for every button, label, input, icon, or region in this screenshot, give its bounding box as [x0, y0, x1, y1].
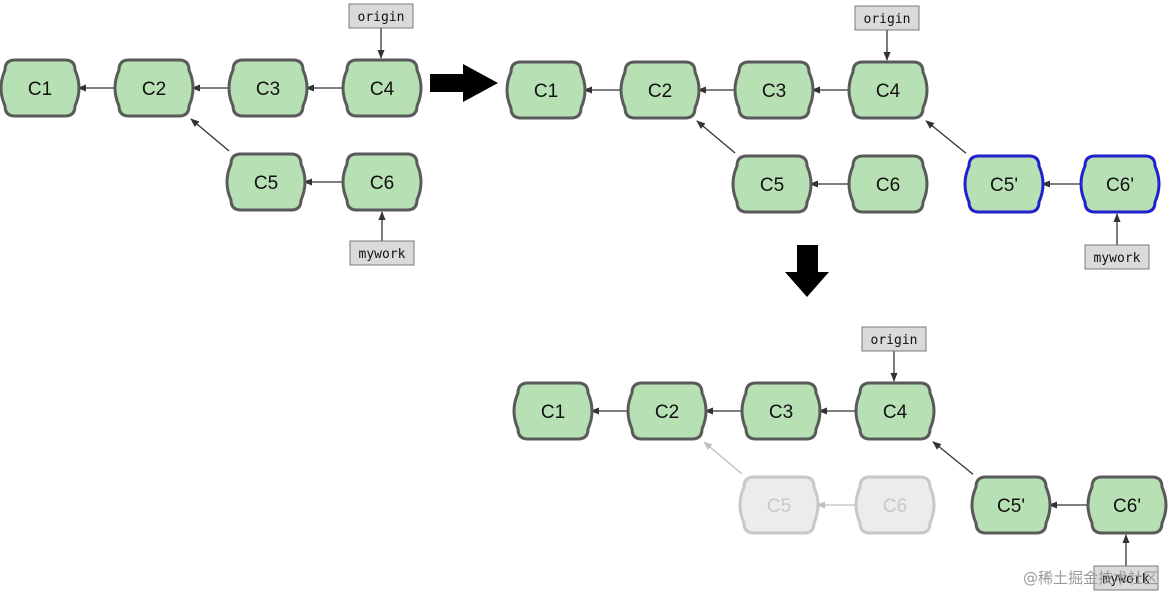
before-rebase-ref-mywork-label: mywork	[359, 247, 406, 262]
after-gc-commit-C6-label: C6	[883, 496, 907, 517]
after-rebase-commit-C5p-label: C5'	[990, 175, 1018, 196]
before-rebase-commit-C5: C5	[225, 152, 307, 212]
after-rebase-commit-C1-label: C1	[534, 81, 558, 102]
after-rebase-commit-C2-shape	[619, 60, 701, 120]
after-rebase-commit-C5: C5	[731, 154, 813, 214]
after-gc-commit-C5p-shape	[970, 475, 1052, 535]
after-gc-commit-C4: C4	[854, 381, 936, 441]
before-rebase-commit-C5-shape	[225, 152, 307, 212]
after-rebase-commit-C5-label: C5	[760, 175, 784, 196]
before-rebase-commit-C4-label: C4	[370, 79, 395, 100]
after-gc-commit-C5-shape	[738, 475, 820, 535]
after-gc-commit-C5: C5	[738, 475, 820, 535]
after-rebase-ref-mywork: mywork	[1084, 213, 1150, 270]
after-rebase-commit-C4-label: C4	[876, 81, 901, 102]
before-rebase-commit-C1-label: C1	[28, 79, 52, 100]
after-gc-commit-C5p: C5'	[970, 475, 1052, 535]
before-rebase-commit-C6-shape	[341, 152, 423, 212]
after-gc-commit-C3: C3	[740, 381, 822, 441]
after-rebase-ref-mywork-box	[1084, 244, 1150, 270]
before-rebase-ref-origin-label: origin	[358, 10, 405, 25]
before-rebase-commit-C3-shape	[227, 58, 309, 118]
after-gc-commit-C1-label: C1	[541, 402, 565, 423]
after-gc-commit-C2-label: C2	[655, 402, 679, 423]
after-gc-commit-C6-shape	[854, 475, 936, 535]
after-rebase-commit-C6-label: C6	[876, 175, 900, 196]
before-rebase-commit-C4-shape	[341, 58, 423, 118]
after-rebase-commit-C3: C3	[733, 60, 815, 120]
after-rebase-commit-C6: C6	[847, 154, 929, 214]
step-arrow-right	[430, 64, 498, 102]
after-rebase-commit-C5p-shape	[963, 154, 1045, 214]
after-gc-edge-C5-to-C2	[703, 441, 743, 475]
after-gc-commit-C1-shape	[512, 381, 594, 441]
after-rebase-commit-C2: C2	[619, 60, 701, 120]
after-rebase-commit-C5p: C5'	[963, 154, 1045, 214]
before-rebase-commit-C6-label: C6	[370, 173, 394, 194]
before-rebase-edge-C5-to-C2	[190, 118, 230, 152]
before-rebase-commit-C6: C6	[341, 152, 423, 212]
after-gc-ref-origin-label: origin	[871, 333, 918, 348]
before-rebase-commit-C2-shape	[113, 58, 195, 118]
before-rebase-ref-origin-box	[348, 3, 414, 29]
after-rebase-ref-mywork-label: mywork	[1094, 251, 1141, 266]
before-rebase-commit-C4: C4	[341, 58, 423, 118]
before-rebase-commit-C1-shape	[0, 58, 81, 118]
before-rebase-commit-C3-label: C3	[256, 79, 280, 100]
after-gc-edge-C5p-to-C4	[932, 441, 974, 475]
after-rebase-commit-C6p: C6'	[1079, 154, 1161, 214]
after-gc-ref-mywork-label: mywork	[1103, 572, 1150, 587]
step-arrow-down	[785, 245, 829, 297]
before-rebase-commit-C2: C2	[113, 58, 195, 118]
after-gc-commit-C6p: C6'	[1086, 475, 1168, 535]
after-gc-ref-origin: origin	[861, 326, 927, 382]
watermark: @稀土掘金技术社区	[1023, 569, 1158, 587]
before-rebase-commit-C2-label: C2	[142, 79, 166, 100]
after-rebase-commit-C3-label: C3	[762, 81, 786, 102]
before-rebase-commit-C3: C3	[227, 58, 309, 118]
after-rebase-edge-C5p-to-C4	[925, 120, 967, 154]
after-rebase-ref-origin: origin	[854, 5, 920, 61]
after-rebase-commit-C1: C1	[505, 60, 587, 120]
before-rebase-ref-mywork-box	[349, 240, 415, 266]
after-rebase-commit-C3-shape	[733, 60, 815, 120]
before-rebase-ref-mywork: mywork	[349, 211, 415, 266]
after-gc-commit-C5p-label: C5'	[997, 496, 1025, 517]
after-rebase-ref-origin-label: origin	[864, 12, 911, 27]
after-gc-commit-C3-shape	[740, 381, 822, 441]
after-gc-commit-C2: C2	[626, 381, 708, 441]
after-gc-commit-C6p-label: C6'	[1113, 496, 1141, 517]
after-gc-ref-mywork: mywork	[1093, 534, 1159, 591]
after-gc-commit-C6: C6	[854, 475, 936, 535]
after-gc-commit-C1: C1	[512, 381, 594, 441]
after-rebase-commit-C6p-shape	[1079, 154, 1161, 214]
after-rebase-commit-C6-shape	[847, 154, 929, 214]
after-gc-ref-mywork-box	[1093, 565, 1159, 591]
after-gc-commit-C5-label: C5	[767, 496, 791, 517]
before-rebase-ref-origin: origin	[348, 3, 414, 59]
after-rebase-commit-C5-shape	[731, 154, 813, 214]
after-gc-commit-C6p-shape	[1086, 475, 1168, 535]
after-rebase-commit-C2-label: C2	[648, 81, 672, 102]
after-gc-commit-C2-shape	[626, 381, 708, 441]
after-rebase-commit-C4: C4	[847, 60, 929, 120]
after-rebase-commit-C1-shape	[505, 60, 587, 120]
after-gc-commit-C3-label: C3	[769, 402, 793, 423]
after-rebase-edge-C5-to-C2	[696, 120, 736, 154]
after-gc-commit-C4-shape	[854, 381, 936, 441]
before-rebase-commit-C1: C1	[0, 58, 81, 118]
after-rebase-ref-origin-box	[854, 5, 920, 31]
after-rebase-commit-C4-shape	[847, 60, 929, 120]
after-gc-ref-origin-box	[861, 326, 927, 352]
after-rebase-commit-C6p-label: C6'	[1106, 175, 1134, 196]
after-gc-commit-C4-label: C4	[883, 402, 908, 423]
before-rebase-commit-C5-label: C5	[254, 173, 278, 194]
